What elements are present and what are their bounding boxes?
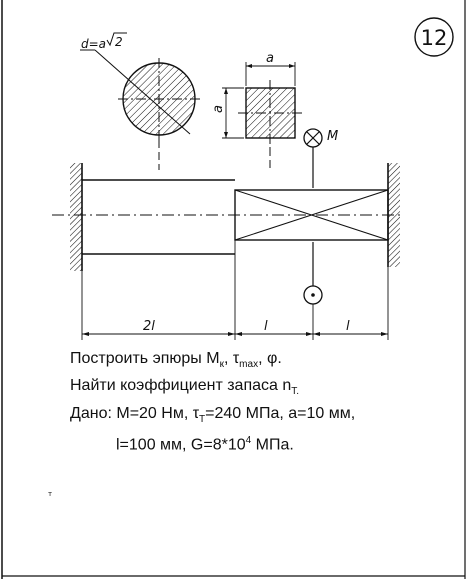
task-number-badge: 12	[414, 17, 454, 57]
square-section: a a	[211, 51, 303, 148]
round-shaft-segment	[82, 179, 235, 255]
dim-l-right: l	[346, 319, 350, 334]
torque-label: M	[327, 129, 338, 144]
square-height-label: a	[211, 105, 226, 113]
task-line-4: l=100 мм, G=8*104 МПа.	[116, 435, 294, 454]
length-dimensions: 2l l l	[82, 319, 388, 336]
dim-l-middle: l	[264, 319, 268, 334]
circular-section: d=a 2	[80, 32, 200, 140]
diameter-leader	[94, 49, 191, 135]
left-fixed-support	[70, 163, 83, 271]
diameter-label: d=a	[81, 37, 106, 51]
stray-mark: т	[48, 490, 52, 498]
torque-out-of-page-symbol	[303, 242, 323, 305]
torque-into-page-symbol: M	[303, 128, 338, 188]
task-number: 12	[421, 26, 448, 50]
task-line-2: Найти коэффициент запаса nT.	[70, 377, 300, 398]
task-line-1: Построить эпюры Mк, τmax, φ.	[70, 350, 282, 371]
dim-2l: 2l	[143, 319, 155, 334]
task-line-3: Дано: M=20 Нм, τT=240 МПа, a=10 мм,	[70, 405, 356, 426]
diameter-radicand: 2	[115, 35, 123, 49]
square-width-label: a	[266, 51, 274, 66]
